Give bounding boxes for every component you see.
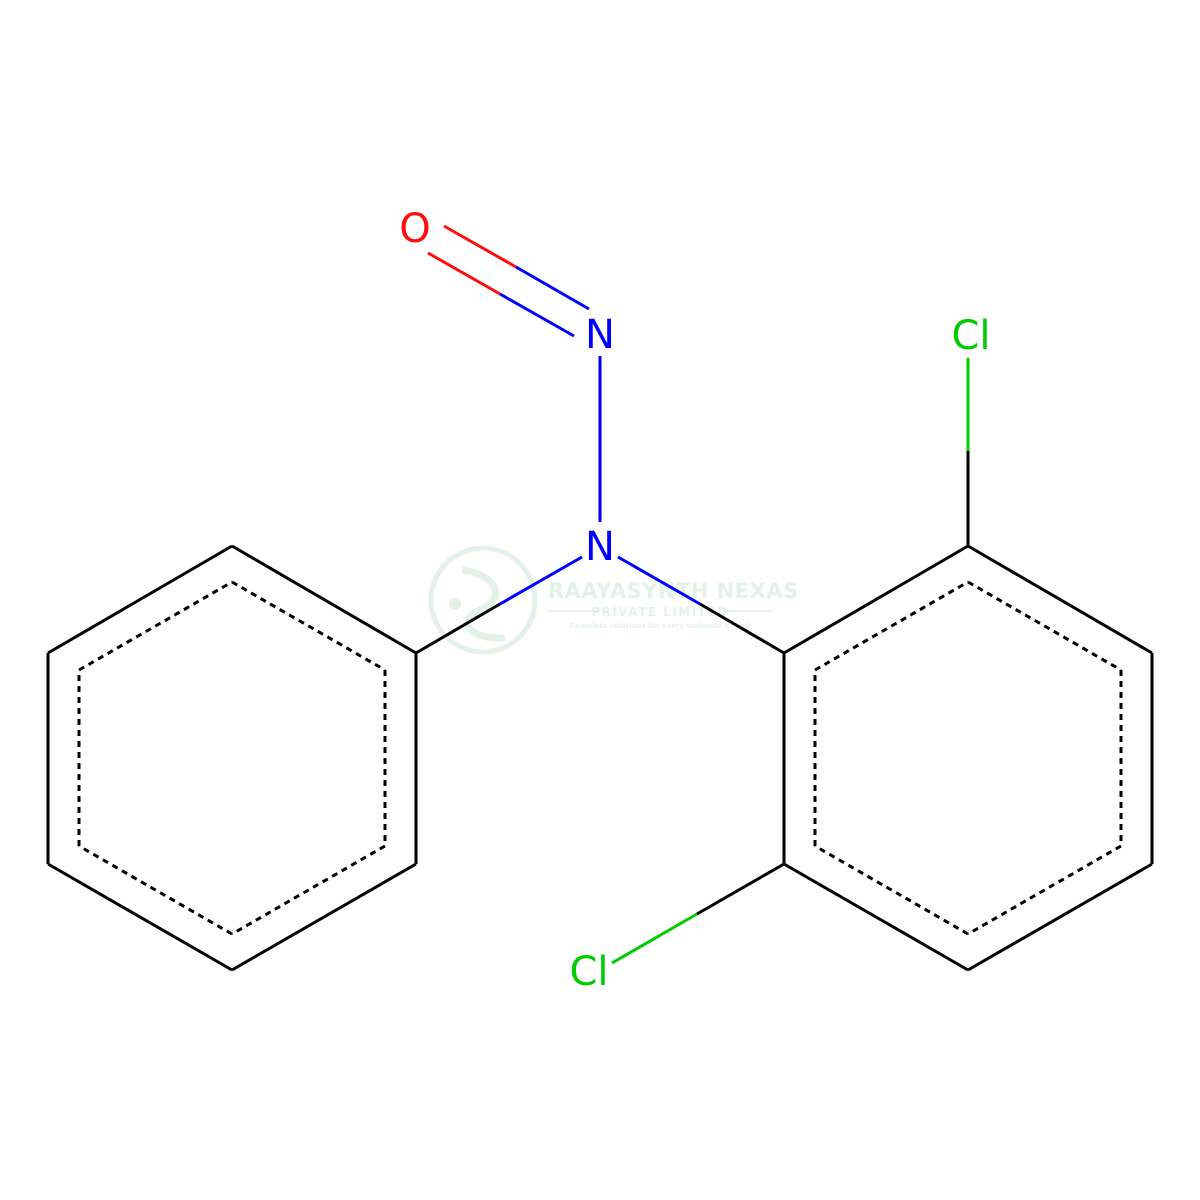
aromatic-bond — [78, 580, 233, 672]
company-watermark: RAAYASYNTH NEXAS PRIVATE LIMITED Complet… — [428, 545, 799, 655]
atom-chlorine-top: Cl — [951, 313, 990, 359]
bond-c-cl-bottom-carbon-half — [696, 862, 785, 916]
bond-phenyl-n-carbon-half — [415, 602, 501, 655]
aromatic-bond — [814, 580, 969, 672]
bond-c-cl-bottom-chlorine-half — [611, 912, 698, 965]
aromatic-bond — [231, 580, 386, 672]
nitroso-double-bond — [427, 224, 590, 338]
watermark-subtitle: PRIVATE LIMITED — [591, 605, 728, 619]
atom-chlorine-bottom: Cl — [569, 949, 608, 995]
watermark-logo-icon — [461, 566, 506, 642]
bond-no-lower-oxygen-half — [427, 251, 501, 296]
ring-bond — [967, 544, 1153, 655]
dichlorophenyl-ring — [782, 544, 1154, 972]
ring-bond — [231, 544, 417, 655]
watermark-title: RAAYASYNTH NEXAS — [548, 579, 799, 603]
ring-bond — [783, 544, 969, 655]
aromatic-inner-ring — [77, 580, 387, 936]
watermark-logo-ring — [428, 545, 538, 655]
ring-bond — [47, 862, 233, 972]
ring-bond — [231, 862, 417, 972]
bond-aryl-n-carbon-half — [699, 602, 785, 655]
bond-no-upper-oxygen-half — [443, 224, 517, 269]
bond-no-upper-nitrogen-half — [515, 265, 590, 311]
atom-oxygen: O — [399, 206, 430, 252]
ring-bond — [967, 862, 1153, 972]
bond-no-lower-nitrogen-half — [499, 292, 575, 338]
aromatic-bond — [78, 844, 233, 936]
ring-bond — [47, 544, 233, 655]
aromatic-bond — [967, 580, 1122, 672]
phenyl-ring — [46, 544, 418, 972]
bond-aryl-n-nitrogen-half — [617, 555, 701, 606]
aromatic-bond — [814, 844, 969, 936]
aromatic-inner-ring — [813, 580, 1123, 936]
ring-bond — [783, 862, 969, 972]
chlorine-bonds — [611, 358, 970, 965]
amine-bonds — [415, 356, 785, 655]
bond-phenyl-n-nitrogen-half — [499, 555, 583, 606]
watermark-tagline: Complete solutions for every molecule's … — [570, 622, 750, 630]
atom-nitroso-nitrogen: N — [585, 312, 615, 358]
aromatic-bond — [231, 844, 386, 936]
aromatic-bond — [967, 844, 1122, 936]
watermark-logo-dot — [449, 598, 461, 610]
atom-amine-nitrogen: N — [585, 524, 615, 570]
